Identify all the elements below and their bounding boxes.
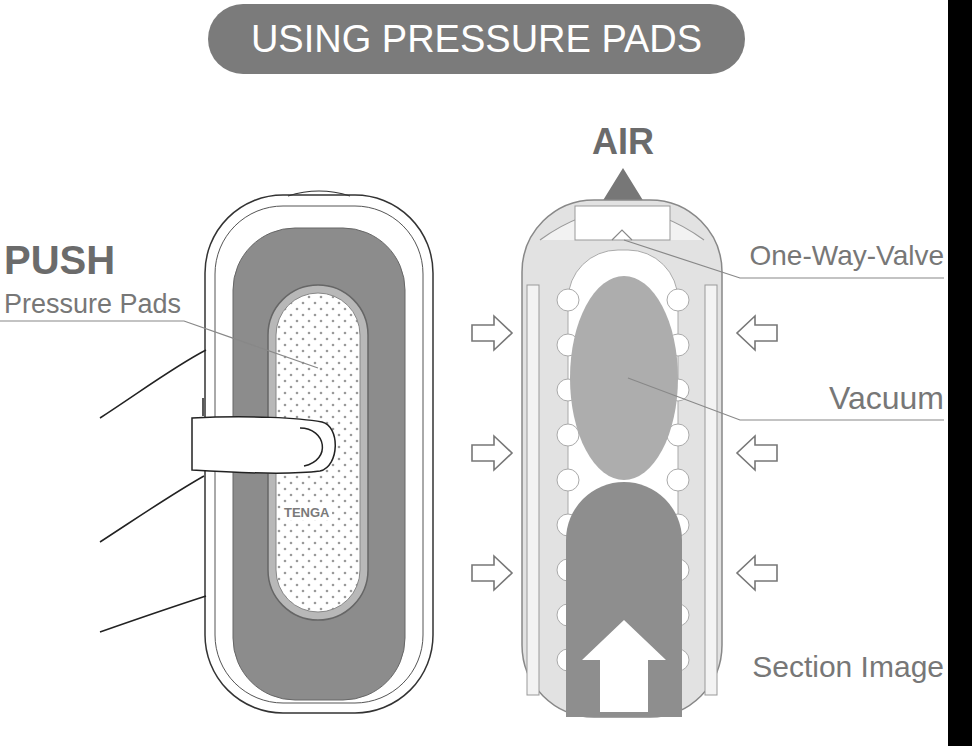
- air-label-box: AIR: [592, 124, 654, 160]
- hand-line: [100, 596, 206, 632]
- pad-label-box: Pressure Pads: [4, 291, 181, 318]
- vacuum-label-box: Vacuum: [829, 382, 944, 414]
- one-way-valve: [612, 230, 632, 240]
- section-outline: [522, 200, 722, 717]
- section-label: Section Image: [752, 652, 944, 682]
- edge-band: [948, 0, 972, 746]
- insert-shape: [566, 482, 682, 717]
- pad-label: Pressure Pads: [4, 291, 181, 318]
- valve-block: [575, 206, 670, 240]
- section-view: [522, 200, 722, 717]
- section-label-box: Section Image: [752, 652, 944, 682]
- leader-line: [624, 240, 944, 278]
- hand: [100, 350, 335, 632]
- pressure-arrows: [472, 316, 777, 590]
- insert-arrow: [582, 620, 666, 712]
- push-label: PUSH: [4, 240, 115, 280]
- vacuum-area: [570, 276, 678, 480]
- leader-line: [0, 321, 318, 368]
- side-pad: [527, 285, 539, 695]
- vacuum-label: Vacuum: [829, 382, 944, 414]
- hand-line: [100, 350, 206, 418]
- valve-label: One-Way-Valve: [750, 242, 945, 270]
- title-pill: USING PRESSURE PADS: [208, 4, 745, 74]
- leader-line: [628, 378, 944, 420]
- side-pad: [705, 285, 717, 695]
- hand-line: [100, 476, 204, 542]
- push-label-box: PUSH: [4, 240, 115, 280]
- thumb: [192, 417, 335, 473]
- hand-line: [202, 398, 204, 416]
- brand-logo: TENGA: [282, 505, 332, 520]
- title: USING PRESSURE PADS: [251, 20, 702, 58]
- brand-logo-box: TENGA: [282, 503, 332, 521]
- air-label: AIR: [592, 124, 654, 160]
- device-cap: [288, 191, 350, 196]
- valve-label-box: One-Way-Valve: [750, 242, 945, 270]
- thumb-nail: [300, 428, 322, 466]
- leader-lines: [0, 240, 944, 420]
